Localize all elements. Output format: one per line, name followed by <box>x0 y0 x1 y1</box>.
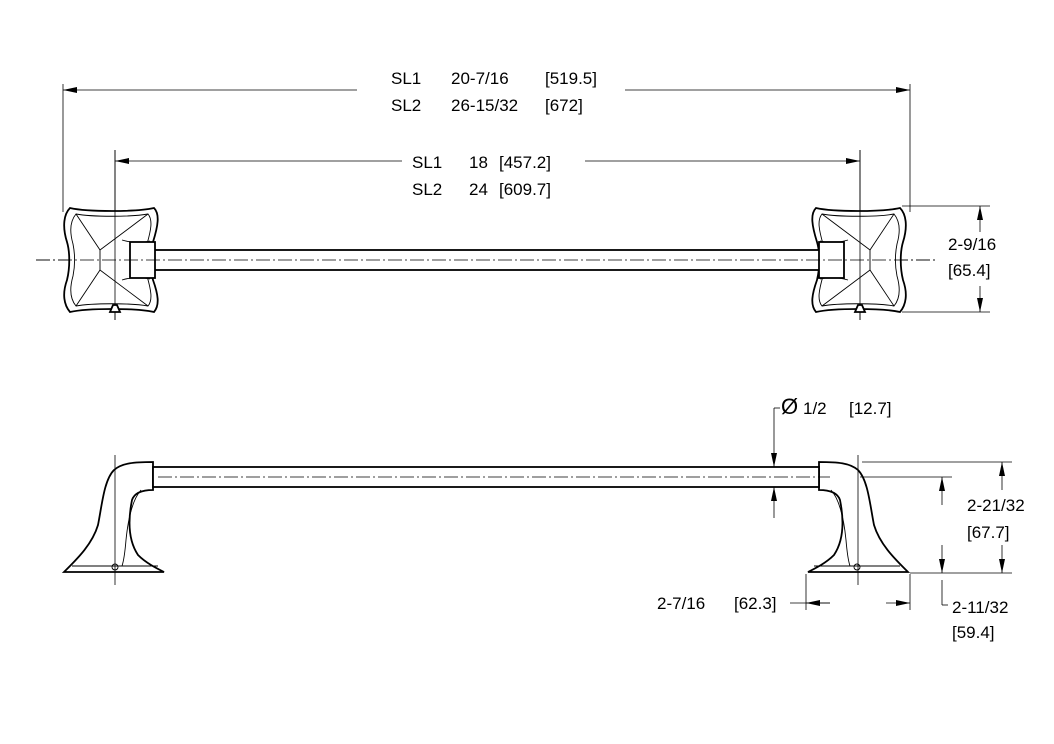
overall-sl1-label: SL1 <box>391 69 421 88</box>
right-set-screw-icon <box>853 304 867 313</box>
overall-sl1-metric: [519.5] <box>545 69 597 88</box>
rod-height-value: 2-11/32 <box>952 598 1008 617</box>
left-bracket-side <box>63 461 165 573</box>
top-view: SL1 20-7/16 [519.5] SL2 26-15/32 [672] S… <box>36 69 996 320</box>
center-sl2-metric: [609.7] <box>499 180 551 199</box>
projection-value: 2-21/32 <box>967 496 1025 515</box>
center-sl1-label: SL1 <box>412 153 442 172</box>
diameter-metric: [12.7] <box>849 399 892 418</box>
overall-sl2-metric: [672] <box>545 96 583 115</box>
diameter-symbol: Ø <box>781 394 798 419</box>
left-set-screw-icon <box>108 304 122 313</box>
overall-sl2-value: 26-15/32 <box>451 96 518 115</box>
bracket-height-metric: [65.4] <box>948 261 991 280</box>
side-view: Ø 1/2 [12.7] 2-21/32 [67.7] 2-11/32 [59.… <box>63 394 1025 642</box>
projection-metric: [67.7] <box>967 523 1010 542</box>
center-sl2-label: SL2 <box>412 180 442 199</box>
overall-sl1-value: 20-7/16 <box>451 69 509 88</box>
diameter-value: 1/2 <box>803 399 827 418</box>
overall-sl2-label: SL2 <box>391 96 421 115</box>
center-sl1-value: 18 <box>469 153 488 172</box>
rod-height-metric: [59.4] <box>952 623 995 642</box>
bracket-height-value: 2-9/16 <box>948 235 996 254</box>
base-depth-value: 2-7/16 <box>657 594 705 613</box>
base-depth-metric: [62.3] <box>734 594 777 613</box>
center-sl1-metric: [457.2] <box>499 153 551 172</box>
center-sl2-value: 24 <box>469 180 488 199</box>
